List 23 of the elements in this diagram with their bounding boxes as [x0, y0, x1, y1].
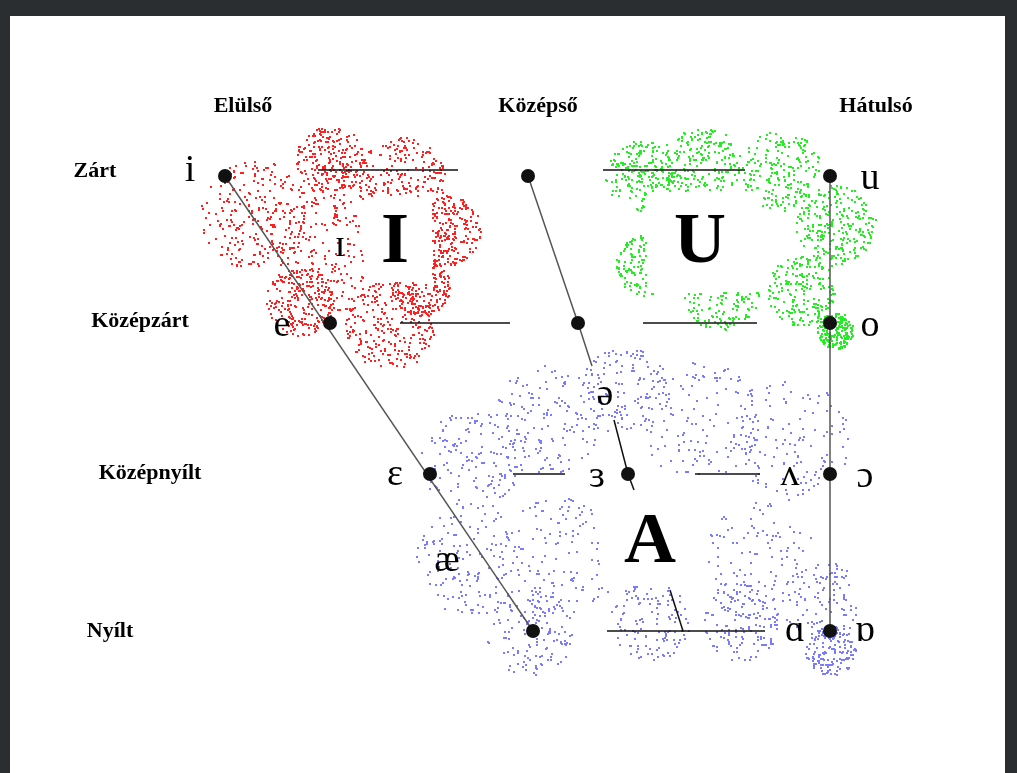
- vowel-symbol: o: [860, 304, 880, 342]
- vowel-symbol: ʌ: [780, 453, 800, 491]
- vowel-symbol: e: [273, 304, 291, 342]
- vowel-symbol: ɜ: [589, 455, 605, 493]
- axis-label: Középső: [498, 94, 578, 116]
- vowel-symbol: i: [184, 149, 196, 187]
- axis-label: Elülső: [213, 94, 273, 116]
- axis-label: Zárt: [73, 159, 117, 181]
- vowel-symbol: u: [860, 157, 880, 195]
- vowel-symbol: ɔ: [856, 455, 874, 493]
- vowel-symbol: ɛ: [387, 453, 403, 491]
- vowel-class-letter: I: [381, 202, 409, 274]
- vowel-symbol: ɪ: [334, 224, 346, 262]
- vowel-symbol: ɑ: [785, 609, 805, 647]
- vowel-symbol: ɒ: [855, 609, 875, 647]
- vowel-class-letter: A: [624, 502, 676, 574]
- axis-label: Középzárt: [91, 309, 189, 331]
- axis-label: Középnyílt: [98, 461, 202, 483]
- axis-label: Nyílt: [86, 619, 134, 641]
- vowel-class-letter: U: [674, 202, 726, 274]
- vowel-symbol: æ: [434, 539, 460, 577]
- axis-label: Hátulsó: [839, 94, 913, 116]
- vowel-symbol: ə: [596, 373, 614, 411]
